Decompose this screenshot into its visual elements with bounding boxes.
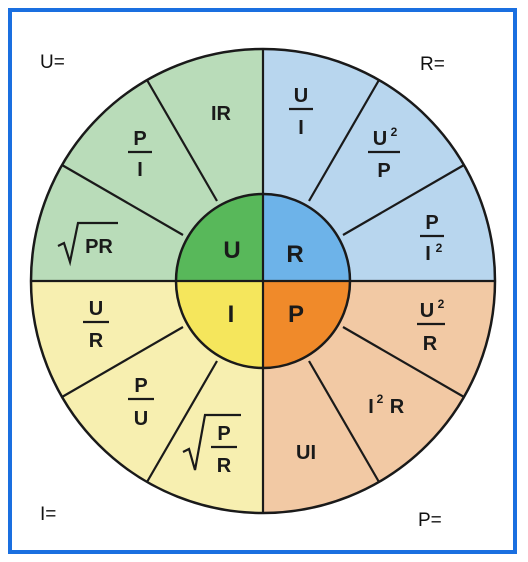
core-r: R xyxy=(286,241,303,268)
fraction-denominator: R xyxy=(89,330,104,352)
fraction-denominator: I xyxy=(298,117,304,139)
fraction-numerator: U xyxy=(373,128,387,150)
spoke-u-2 xyxy=(146,79,218,202)
exponent: 2 xyxy=(391,125,398,139)
core-u-fill xyxy=(176,194,263,281)
sqrt-sign xyxy=(182,413,241,471)
base: I xyxy=(368,396,374,418)
spoke-p-2 xyxy=(308,360,380,483)
core-i: I xyxy=(228,301,235,328)
formula-ir: IR xyxy=(211,103,232,125)
tail: R xyxy=(390,396,405,418)
corner-label-p: P= xyxy=(418,510,442,531)
core-p: P xyxy=(288,301,304,328)
spoke-r-2 xyxy=(342,164,465,236)
spoke-p-1 xyxy=(342,326,465,398)
formula-p-over-i2: P I 2 xyxy=(420,212,444,265)
formula-p-over-i: P I xyxy=(128,128,152,181)
formula-u2-over-r: U 2 R xyxy=(417,297,445,355)
exponent: 2 xyxy=(436,241,443,255)
fraction-denominator: P xyxy=(377,160,390,182)
fraction-denominator: U xyxy=(134,408,148,430)
sqrt-content: PR xyxy=(85,236,113,258)
core-r-fill xyxy=(263,194,350,281)
exponent: 2 xyxy=(377,392,384,406)
fraction-denominator: R xyxy=(423,333,438,355)
fraction-numerator: P xyxy=(217,423,230,445)
core-u: U xyxy=(223,237,240,264)
fraction-numerator: P xyxy=(133,128,146,150)
formula-p-over-u: P U xyxy=(128,375,154,430)
spoke-i-1 xyxy=(146,360,218,483)
exponent: 2 xyxy=(438,297,445,311)
fraction-numerator: P xyxy=(134,375,147,397)
fraction-denominator: I xyxy=(425,243,431,265)
spoke-r-1 xyxy=(308,79,380,202)
formula-u2-over-p: U 2 P xyxy=(368,125,400,182)
corner-label-r: R= xyxy=(420,54,445,75)
outer-circle xyxy=(29,47,497,515)
formula-sqrt-p-over-r: P R xyxy=(182,413,241,477)
fraction-numerator: U xyxy=(420,300,434,322)
formula-ui: UI xyxy=(296,442,316,464)
spoke-i-2 xyxy=(61,326,184,398)
formula-u-over-i: U I xyxy=(289,85,313,139)
formula-sqrt-pr: PR xyxy=(57,221,118,267)
fraction-denominator: I xyxy=(137,159,143,181)
fraction-numerator: U xyxy=(89,298,103,320)
corner-label-i: I= xyxy=(40,504,57,525)
fraction-numerator: U xyxy=(294,85,308,107)
core-i-fill xyxy=(176,281,263,368)
core-p-fill xyxy=(263,281,350,368)
fraction-numerator: P xyxy=(425,212,438,234)
formula-u-over-r: U R xyxy=(83,298,109,352)
corner-label-u: U= xyxy=(40,52,65,73)
sqrt-sign xyxy=(57,221,118,267)
fraction-denominator: R xyxy=(217,455,232,477)
formula-i2r: I 2 R xyxy=(368,392,405,418)
spoke-u-1 xyxy=(61,164,184,236)
spokes xyxy=(31,49,495,513)
